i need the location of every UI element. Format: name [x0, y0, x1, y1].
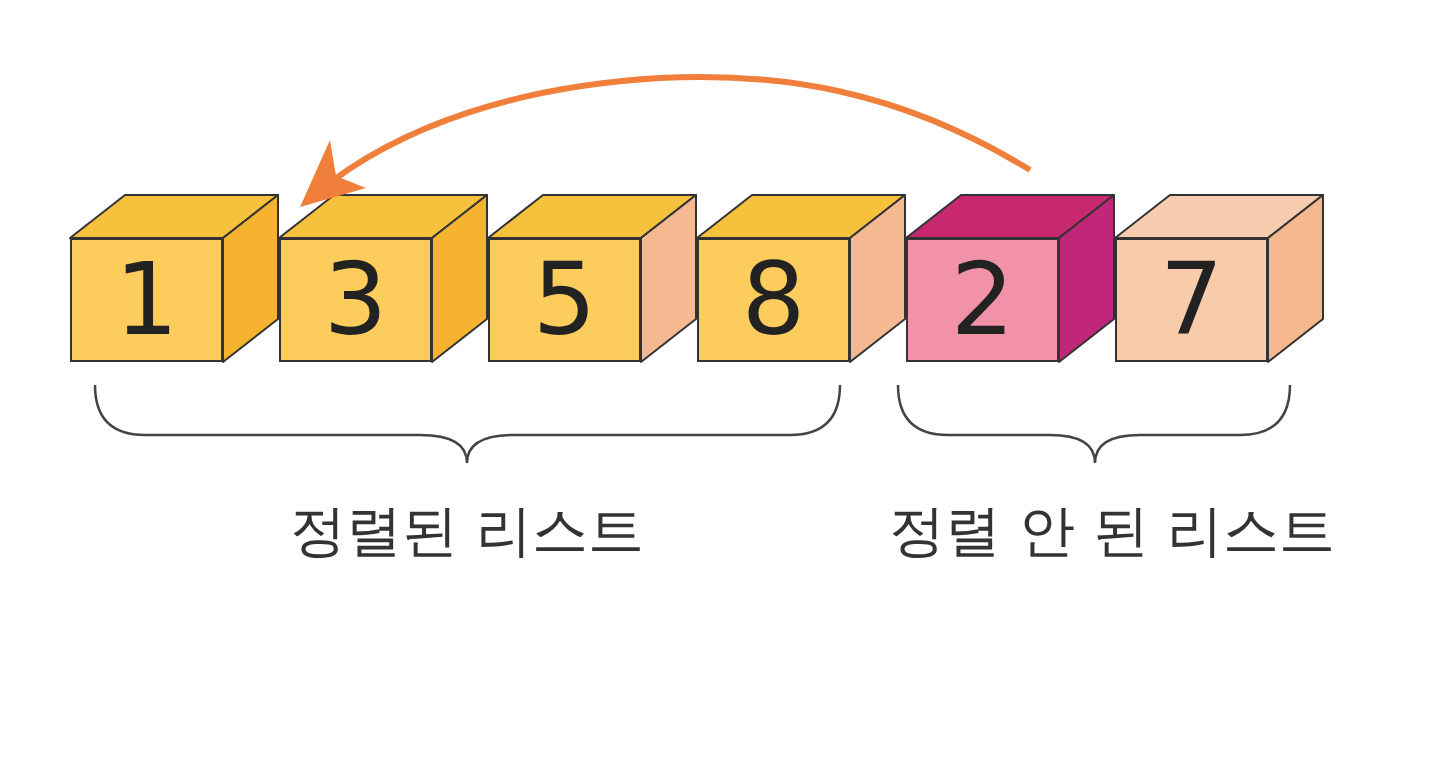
cube-number: 5 — [533, 250, 597, 350]
cube-side — [1059, 195, 1114, 362]
cube-number: 8 — [742, 250, 806, 350]
number-cube: 2 — [906, 238, 1059, 362]
move-arrow — [318, 77, 1030, 192]
cube-faces — [70, 195, 1323, 362]
sorted-bracket — [95, 385, 840, 463]
cube-number: 1 — [115, 250, 179, 350]
number-cube: 1 — [70, 238, 223, 362]
number-cube: 5 — [488, 238, 641, 362]
cube-number: 7 — [1160, 250, 1224, 350]
cube-side — [432, 195, 487, 362]
cube-side — [850, 195, 905, 362]
cube-side — [223, 195, 278, 362]
cube-side — [641, 195, 696, 362]
cube-side — [1268, 195, 1323, 362]
number-cube: 7 — [1115, 238, 1268, 362]
number-cube: 3 — [279, 238, 432, 362]
number-cube: 8 — [697, 238, 850, 362]
move-arrowhead — [300, 140, 366, 207]
cube-number: 2 — [951, 250, 1015, 350]
list-label: 정렬된 리스트 — [290, 500, 644, 562]
list-label: 정렬 안 된 리스트 — [889, 500, 1334, 562]
cube-number: 3 — [324, 250, 388, 350]
unsorted-bracket — [898, 385, 1290, 463]
